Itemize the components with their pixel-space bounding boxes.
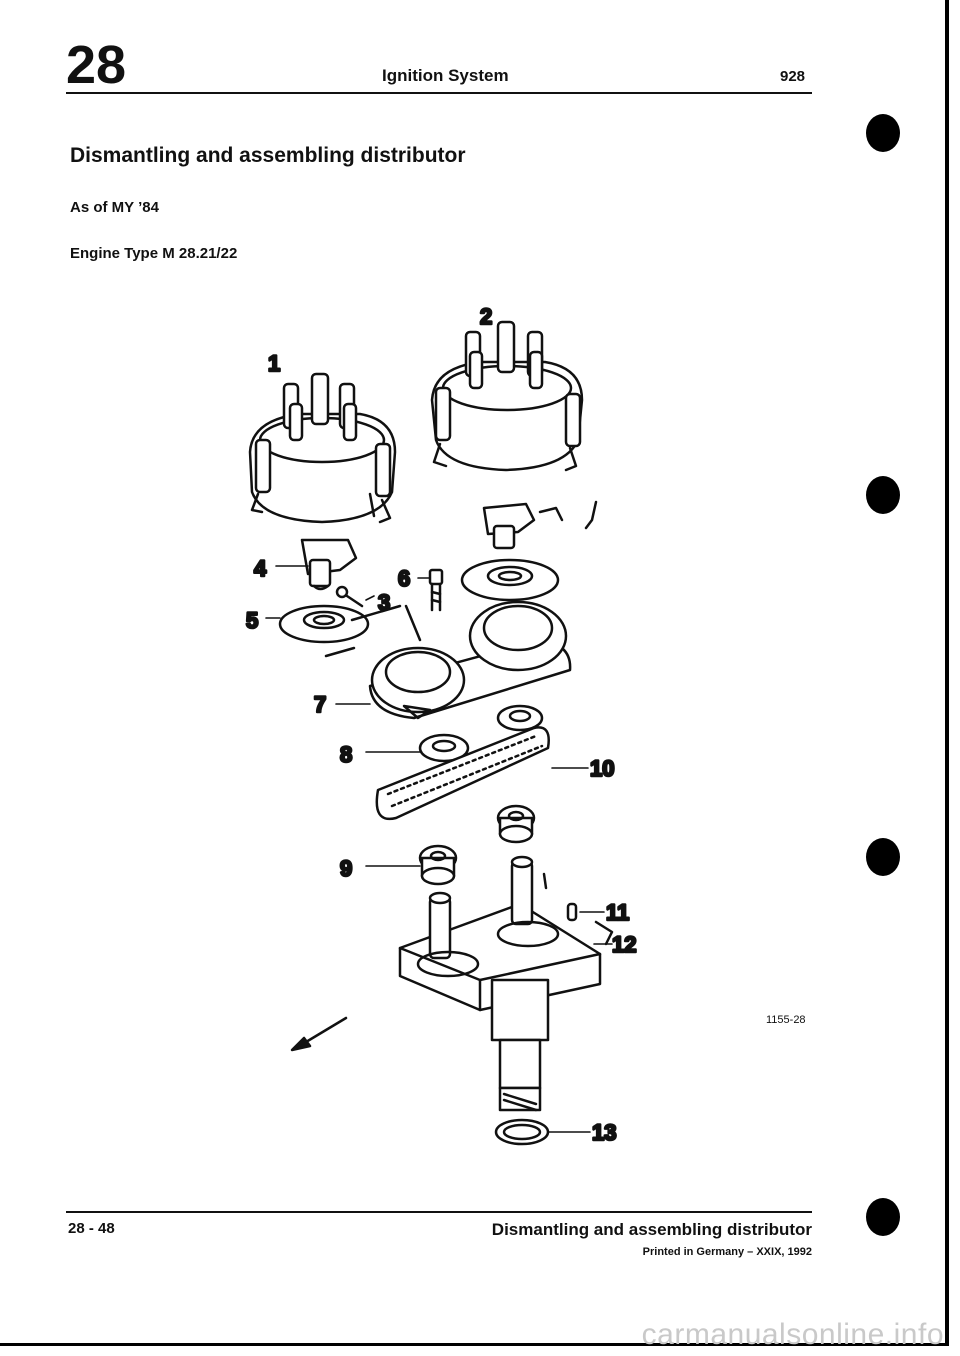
page-heading: Dismantling and assembling distributor bbox=[70, 144, 466, 167]
callout-13: 13 bbox=[592, 1120, 616, 1145]
seal-ring-right bbox=[496, 704, 544, 732]
callout-2: 2 bbox=[480, 304, 492, 329]
header-divider bbox=[66, 92, 812, 94]
callout-9: 9 bbox=[340, 856, 352, 881]
rotor-right bbox=[482, 500, 598, 550]
distributor-exploded-diagram: 1 2 3 4 5 6 7 8 9 10 11 12 13 bbox=[245, 303, 638, 1147]
screw-3 bbox=[342, 592, 364, 608]
binder-hole-marker bbox=[866, 114, 900, 152]
rotor-4 bbox=[300, 538, 358, 591]
callout-5: 5 bbox=[246, 608, 258, 633]
page-edge-right bbox=[945, 0, 949, 1345]
callout-1: 1 bbox=[268, 351, 280, 376]
distributor-cap-2 bbox=[430, 320, 584, 472]
toothed-belt-10 bbox=[375, 726, 550, 821]
distributor-cap-1 bbox=[248, 372, 397, 524]
callout-12: 12 bbox=[612, 932, 636, 957]
model-year-note: As of MY ’84 bbox=[70, 199, 159, 216]
callout-10: 10 bbox=[590, 756, 614, 781]
model-number: 928 bbox=[780, 68, 806, 85]
page-edge-bottom bbox=[0, 1343, 949, 1346]
orientation-arrow bbox=[290, 1016, 348, 1052]
pin-11 bbox=[566, 902, 578, 922]
section-title: Ignition System bbox=[382, 66, 509, 85]
page-number: 28 - 48 bbox=[68, 1220, 115, 1237]
callout-8: 8 bbox=[340, 742, 352, 767]
callout-7: 7 bbox=[314, 692, 326, 717]
housing-7 bbox=[324, 600, 572, 720]
shield-plate-5 bbox=[278, 604, 370, 644]
o-ring-13 bbox=[494, 1118, 550, 1146]
watermark: carmanualsonline.info bbox=[641, 1318, 944, 1351]
gear-9 bbox=[418, 844, 458, 886]
engine-type-note: Engine Type M 28.21/22 bbox=[70, 245, 238, 262]
callout-11: 11 bbox=[606, 900, 629, 925]
gear-right bbox=[496, 804, 536, 844]
shield-plate-right bbox=[460, 558, 560, 602]
callout-4: 4 bbox=[254, 556, 267, 581]
footer-title: Dismantling and assembling distributor bbox=[491, 1220, 812, 1239]
binder-hole-marker bbox=[866, 838, 900, 876]
leader-lines bbox=[265, 565, 613, 1133]
screw-6 bbox=[428, 568, 444, 612]
binder-hole-marker bbox=[866, 1198, 900, 1236]
seal-ring-8 bbox=[418, 733, 470, 763]
base-assembly-12 bbox=[398, 855, 614, 1012]
figure-code: 1155-28 bbox=[766, 1014, 806, 1026]
print-info: Printed in Germany – XXIX, 1992 bbox=[642, 1246, 812, 1258]
callout-6: 6 bbox=[398, 566, 410, 591]
footer-divider bbox=[66, 1211, 812, 1213]
drive-shaft bbox=[490, 978, 550, 1112]
binder-hole-marker bbox=[866, 476, 900, 514]
chapter-number: 28 bbox=[66, 35, 127, 95]
callout-3: 3 bbox=[378, 590, 390, 615]
